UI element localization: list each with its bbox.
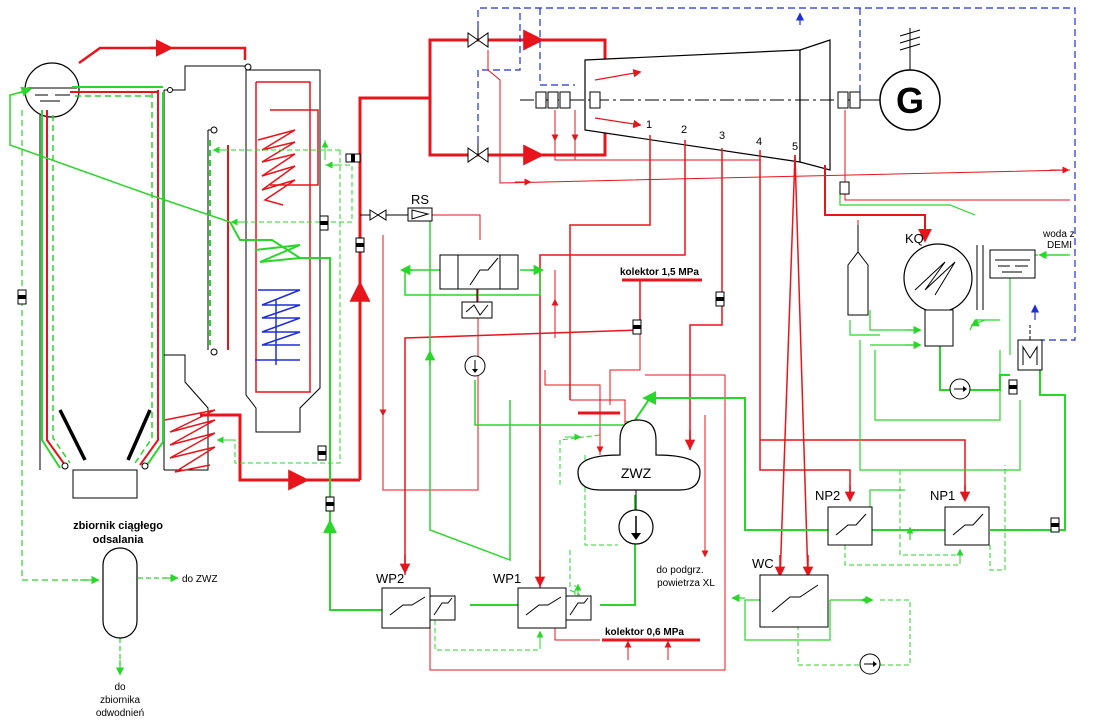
flow-meters: [17, 153, 1060, 533]
zwz-label: ZWZ: [621, 465, 652, 481]
kolektor-15-label: kolektor 1,5 MPa: [620, 267, 699, 278]
turbine: 1 2 3 4 5: [520, 39, 880, 171]
boiler: [24, 62, 360, 499]
woda-label-2: DEMI: [1047, 240, 1072, 251]
zbiornik-label-1: zbiornik ciągłego: [73, 520, 163, 532]
rs-unit: RS: [369, 192, 433, 222]
heater-wp2: WP2: [376, 571, 456, 629]
extraction-label-2: 2: [681, 124, 687, 136]
drain-pump-wc: [859, 653, 881, 675]
extraction-label-3: 3: [719, 130, 725, 142]
air-heater: [439, 254, 519, 319]
ejector-cooler: [1017, 325, 1043, 371]
do-zbiornika-label-2: zbiornika: [100, 695, 140, 706]
heater-wp1: WP1: [493, 571, 592, 629]
heater-np2: NP2: [815, 488, 873, 546]
do-zbiornika-label-1: do: [114, 682, 126, 693]
extraction-label-1: 1: [646, 119, 652, 131]
zwz-deaerator: ZWZ: [577, 419, 701, 545]
zbiornik-label-2: odsalania: [93, 534, 145, 546]
extraction-label-5: 5: [792, 141, 798, 153]
wp1-label: WP1: [493, 571, 521, 586]
heater-np1: NP1: [930, 488, 990, 546]
np1-label: NP1: [930, 488, 955, 503]
extraction-label-4: 4: [756, 136, 762, 148]
condensate-pump: [949, 378, 971, 400]
condenser-kq: KQ woda z DEMI: [847, 225, 1075, 347]
rs-label: RS: [411, 192, 429, 207]
extraction-lines: [379, 50, 1071, 671]
pump-small-1: [464, 355, 486, 377]
heater-wc: WC: [752, 556, 829, 628]
np2-label: NP2: [815, 488, 840, 503]
generator-label: G: [896, 80, 924, 121]
main-steam-lines: [78, 28, 607, 491]
woda-label-1: woda z: [1042, 229, 1075, 240]
do-podgrz-label-1: do podgrz.: [656, 565, 703, 576]
kq-label: KQ: [905, 231, 924, 246]
do-zbiornika-label-3: odwodnień: [96, 708, 144, 719]
generator: G: [860, 28, 941, 131]
boiler-drum: [24, 62, 80, 118]
do-zwz-label: do ZWZ: [182, 574, 218, 585]
blowdown-tank: zbiornik ciągłego odsalania do ZWZ do zb…: [73, 520, 217, 719]
turbine-coupling-left: [535, 91, 601, 109]
wp2-label: WP2: [376, 571, 404, 586]
wc-label: WC: [752, 556, 774, 571]
water-lines: [9, 86, 1070, 676]
control-lines: [477, 7, 1076, 341]
kolektor-06-label: kolektor 0,6 MPa: [605, 627, 684, 638]
do-podgrz-label-2: powietrza XL: [657, 578, 715, 589]
